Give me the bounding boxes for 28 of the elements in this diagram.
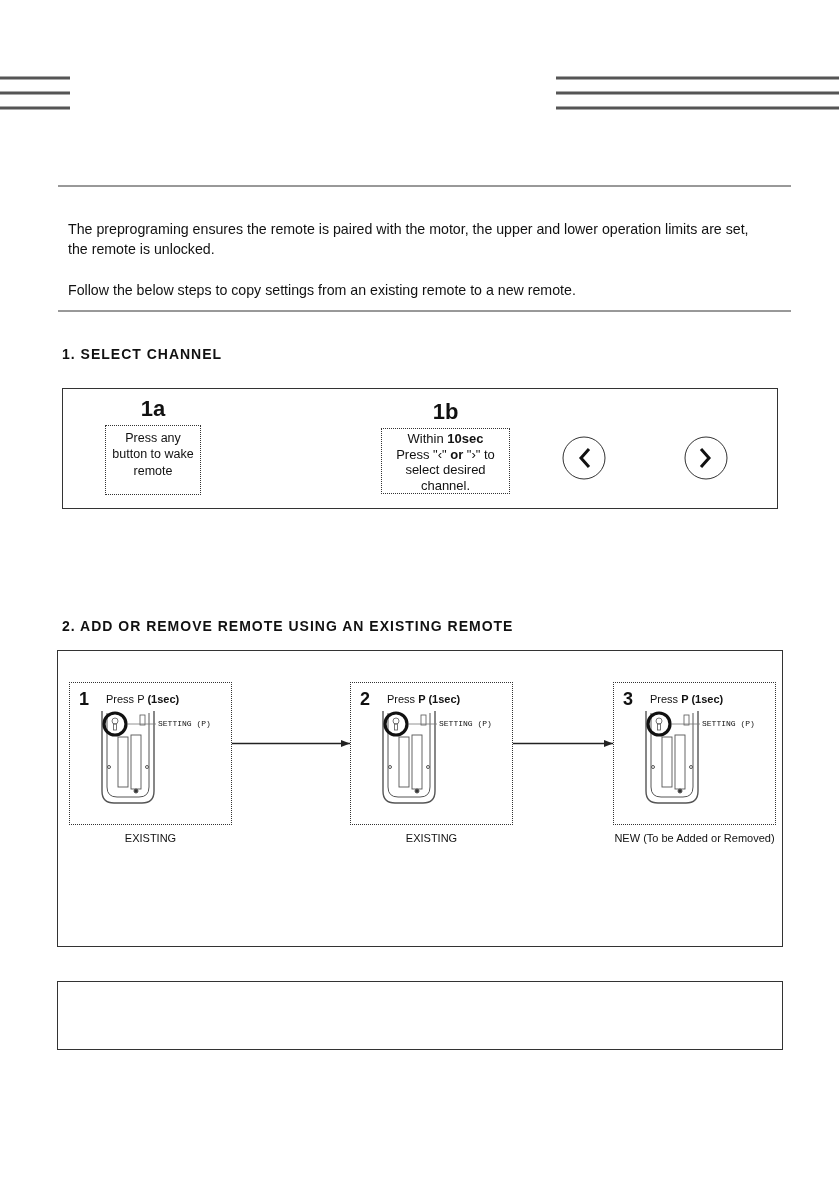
leader-line: [670, 723, 701, 725]
section-heading: 1. SELECT CHANNEL: [62, 346, 224, 362]
instruction-text: Within 10sec Press "‹" or "›" to select desired channel.: [395, 430, 496, 495]
remote-caption: NEW (To be Added or Removed): [613, 832, 776, 846]
step-number: 1b: [431, 399, 460, 425]
instruction-text: Press P (1sec): [106, 693, 180, 705]
section-heading: 2. ADD OR REMOVE REMOTE USING AN EXISTING REMOTE: [62, 618, 515, 634]
leader-line: [126, 723, 157, 725]
callout-text: SETTING (P): [702, 720, 755, 728]
step-number: 1: [79, 689, 89, 710]
frame-box: [57, 650, 783, 947]
step-number: 2: [360, 689, 370, 710]
arrow: [512, 739, 614, 748]
remote-caption: EXISTING: [404, 832, 459, 846]
intro-paragraph: The preprograming ensures the remote is paired with the motor, the upper and lower operation limits are set, the remote is unlocked.: [68, 220, 750, 259]
instruction-text: Press any button to wake remote: [111, 430, 195, 480]
instruction-text: Press P (1sec): [387, 693, 461, 705]
leader-line: [407, 723, 438, 725]
step-number: 1a: [139, 396, 167, 422]
arrow: [231, 739, 351, 748]
remote-caption: EXISTING: [123, 832, 178, 846]
step-number: 3: [623, 689, 633, 710]
callout-text: SETTING (P): [439, 720, 492, 728]
callout-text: SETTING (P): [158, 720, 211, 728]
frame-box: [57, 981, 783, 1050]
instruction-text: Press P (1sec): [650, 693, 724, 705]
intro-paragraph: Follow the below steps to copy settings from an existing remote to a new remote.: [68, 281, 577, 300]
frame-box: [62, 388, 778, 509]
